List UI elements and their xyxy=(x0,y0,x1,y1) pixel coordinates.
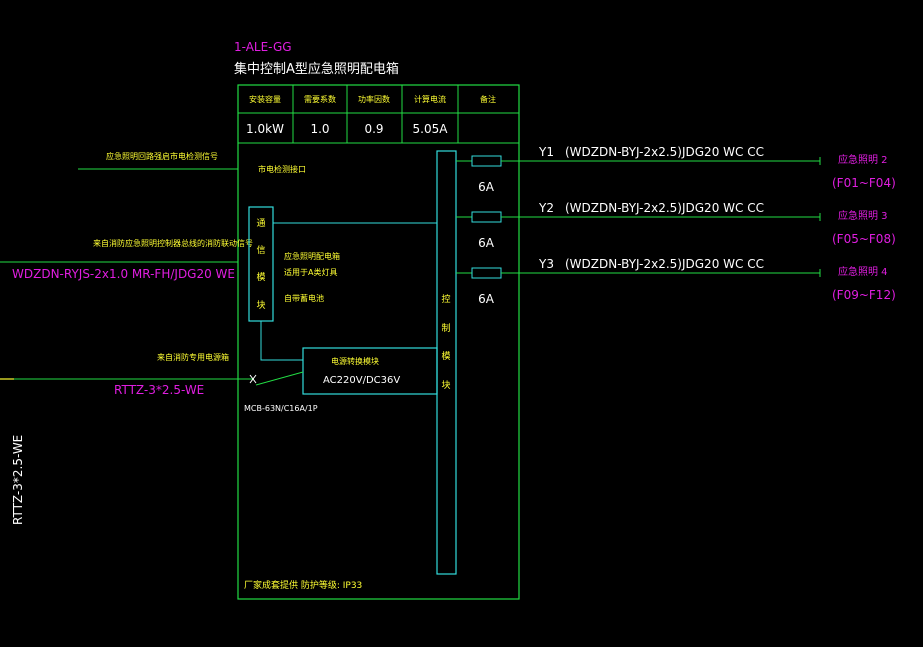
power-module-box xyxy=(302,347,438,395)
circuit-cable: (WDZDN-BYJ-2x2.5)JDG20 WC CC xyxy=(565,257,764,271)
circuit-cable: (WDZDN-BYJ-2x2.5)JDG20 WC CC xyxy=(565,201,764,215)
table-value-demand: 1.0 xyxy=(310,122,329,136)
circuit-fuse-rating: 6A xyxy=(478,180,495,194)
circuit-range: (F09~F12) xyxy=(832,288,896,302)
circuit-name: 应急照明 4 xyxy=(838,265,888,278)
monitor-signal-label: 应急照明回路强启市电检测信号 xyxy=(106,151,218,161)
comm-module-char-4: 块 xyxy=(256,299,265,311)
circuit-id: Y1 xyxy=(538,145,554,159)
outgoing-circuits: Y1 (WDZDN-BYJ-2x2.5)JDG20 WC CC 6A 应急照明 2 (F… xyxy=(456,145,896,306)
parameter-table: 安装容量 需要系数 功率因数 计算电流 备注 1.0kW 1.0 0.9 5.0… xyxy=(238,85,519,144)
vertical-cable-label: RTTZ-3*2.5-WE xyxy=(11,435,25,525)
circuit-row: Y3 (WDZDN-BYJ-2x2.5)JDG20 WC CC 6A 应急照明 4 (F… xyxy=(456,257,896,306)
comm-desc-line-3: 自带蓄电池 xyxy=(284,293,324,303)
comm-module-char-3: 模 xyxy=(256,272,265,283)
circuit-name: 应急照明 2 xyxy=(838,153,888,166)
table-header-demand: 需要系数 xyxy=(304,94,336,104)
circuit-row: Y1 (WDZDN-BYJ-2x2.5)JDG20 WC CC 6A 应急照明 2 (F… xyxy=(456,145,896,194)
breaker-blade xyxy=(255,371,304,386)
power-source-label: 来自消防专用电源箱 xyxy=(157,352,229,362)
comm-desc-line-1: 应急照明配电箱 xyxy=(284,251,340,261)
control-module-char-1: 控 xyxy=(441,293,450,305)
power-module-title: 电源转换模块 xyxy=(331,356,379,366)
table-value-capacity: 1.0kW xyxy=(246,122,284,136)
breaker-label: MCB-63N/C16A/1P xyxy=(244,404,318,413)
fuse-symbol xyxy=(471,155,502,167)
table-header-remark: 备注 xyxy=(480,94,496,104)
comm-desc-line-2: 适用于A类灯具 xyxy=(284,267,337,277)
control-module-char-3: 模 xyxy=(441,351,450,362)
control-module-box xyxy=(436,150,457,575)
circuit-id: Y2 xyxy=(538,201,554,215)
panel-footer-note: 厂家成套提供 防护等级: IP33 xyxy=(244,579,362,591)
comm-module-char-2: 信 xyxy=(256,244,265,256)
fire-signal-label: 来自消防应急照明控制器总线的消防联动信号 xyxy=(93,238,253,248)
breaker-cross-b xyxy=(249,374,257,384)
power-module-spec: AC220V/DC36V xyxy=(323,375,400,386)
circuit-fuse-rating: 6A xyxy=(478,292,495,306)
circuit-row: Y2 (WDZDN-BYJ-2x2.5)JDG20 WC CC 6A 应急照明 3 (F… xyxy=(456,201,896,250)
fuse-symbol xyxy=(471,267,502,279)
circuit-id: Y3 xyxy=(538,257,554,271)
panel-code: 1-ALE-GG xyxy=(234,40,292,54)
control-module-char-4: 块 xyxy=(441,379,450,391)
fire-cable-label: WDZDN-RYJS-2x1.0 MR-FH/JDG20 WE xyxy=(12,267,235,281)
comm-module-char-1: 通 xyxy=(256,218,265,229)
circuit-fuse-rating: 6A xyxy=(478,236,495,250)
table-value-power-factor: 0.9 xyxy=(364,122,383,136)
table-header-capacity: 安装容量 xyxy=(249,94,281,104)
fuse-symbol xyxy=(471,211,502,223)
panel-enclosure xyxy=(237,84,520,600)
table-value-current: 5.05A xyxy=(413,122,449,136)
circuit-name: 应急照明 3 xyxy=(838,209,888,222)
table-header-current: 计算电流 xyxy=(414,94,446,104)
mains-detect-label: 市电检测接口 xyxy=(258,164,306,174)
circuit-cable: (WDZDN-BYJ-2x2.5)JDG20 WC CC xyxy=(565,145,764,159)
circuit-range: (F05~F08) xyxy=(832,232,896,246)
panel-title: 集中控制A型应急照明配电箱 xyxy=(234,61,399,77)
table-header-power-factor: 功率因数 xyxy=(358,94,390,104)
control-module-char-2: 制 xyxy=(441,322,450,334)
circuit-range: (F01~F04) xyxy=(832,176,896,190)
power-cable-label: RTTZ-3*2.5-WE xyxy=(114,383,204,397)
comm-to-power-link xyxy=(260,321,303,361)
